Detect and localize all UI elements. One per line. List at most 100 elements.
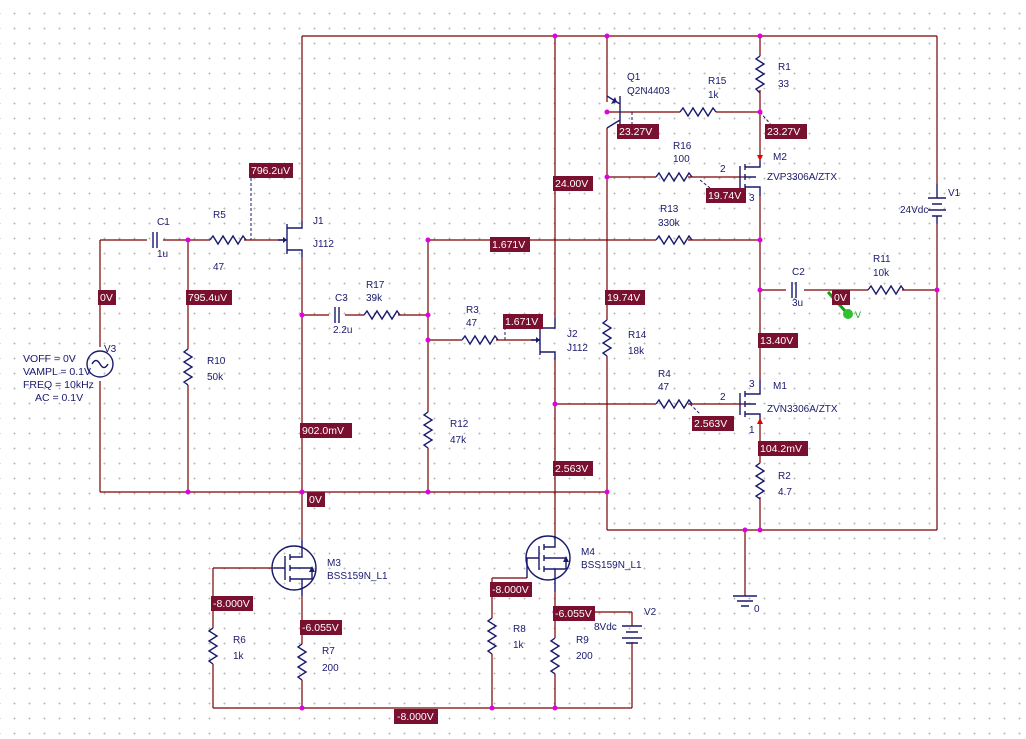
voltage-label: 795.4uV bbox=[188, 292, 227, 304]
voltage-marker: 0V bbox=[307, 492, 325, 507]
voltage-marker: -8.000V bbox=[490, 582, 532, 597]
r14-ref: R14 bbox=[628, 330, 647, 341]
resistor-r5: R5 47 bbox=[209, 210, 247, 273]
v1-value: 24Vdc bbox=[900, 205, 928, 216]
resistor-r6: R6 1k bbox=[207, 627, 246, 665]
c1-value: 1u bbox=[157, 249, 168, 260]
c2-value: 3u bbox=[792, 298, 803, 309]
r7-ref: R7 bbox=[322, 646, 335, 657]
transistor-q1: Q1 Q2N4403 bbox=[606, 72, 670, 129]
capacitor-c1: C1 1u bbox=[152, 217, 170, 260]
m1-gate-pin: 2 bbox=[720, 392, 726, 403]
voltage-label: 23.27V bbox=[767, 126, 800, 138]
voltage-marker: 2.563V bbox=[692, 416, 734, 431]
voltage-label: 2.563V bbox=[694, 418, 727, 430]
voltage-label: 0V bbox=[100, 292, 113, 304]
resistor-r12: R12 47k bbox=[422, 411, 469, 449]
r10-value: 50k bbox=[207, 372, 224, 383]
resistor-r14: R14 18k bbox=[601, 319, 647, 357]
mosfet-m1: 2 3 1 M1 ZVN3306A/ZTX bbox=[720, 379, 838, 436]
voltage-marker: 104.2mV bbox=[758, 441, 808, 456]
resistor-r11: R11 10k bbox=[867, 254, 905, 296]
voltage-marker: 0V bbox=[98, 290, 116, 305]
resistor-r9: R9 200 bbox=[549, 635, 593, 675]
capacitor-c2: C2 3u bbox=[791, 267, 805, 309]
voltage-label: -8.000V bbox=[213, 598, 250, 610]
j2-ref: J2 bbox=[567, 329, 578, 340]
resistor-r1: R1 33 bbox=[754, 55, 791, 94]
voltage-label: -6.055V bbox=[555, 608, 592, 620]
v3-freq: FREQ = 10kHz bbox=[23, 379, 94, 391]
r6-ref: R6 bbox=[233, 635, 246, 646]
resistor-r10: R10 50k bbox=[182, 348, 226, 386]
r5-value: 47 bbox=[213, 262, 225, 273]
voltage-label: 19.74V bbox=[708, 190, 741, 202]
voltage-marker: 902.0mV bbox=[300, 423, 352, 438]
r3-ref: R3 bbox=[466, 305, 479, 316]
marker-leaders bbox=[250, 111, 773, 415]
voltage-label: 796.2uV bbox=[251, 165, 290, 177]
q1-ref: Q1 bbox=[627, 72, 641, 83]
m4-ref: M4 bbox=[581, 547, 595, 558]
voltage-marker: 1.671V bbox=[490, 237, 530, 252]
svg-text:V: V bbox=[855, 310, 861, 320]
voltage-label: 1.671V bbox=[505, 316, 538, 328]
r17-value: 39k bbox=[366, 293, 383, 304]
ground-symbol: 0 bbox=[733, 595, 760, 615]
mosfet-m4: M4 BSS159N_L1 bbox=[525, 535, 642, 592]
r16-ref: R16 bbox=[673, 141, 692, 152]
r16-value: 100 bbox=[673, 154, 690, 165]
ground-label: 0 bbox=[754, 604, 760, 615]
m2-value: ZVP3306A/ZTX bbox=[767, 172, 837, 183]
m4-value: BSS159N_L1 bbox=[581, 560, 642, 571]
voltage-marker: 795.4uV bbox=[186, 290, 232, 305]
voltage-marker: -6.055V bbox=[300, 620, 342, 635]
r11-ref: R11 bbox=[873, 254, 891, 265]
m2-src-pin: 3 bbox=[749, 193, 755, 204]
voltage-label: -8.000V bbox=[492, 584, 529, 596]
resistor-r17: R17 39k bbox=[363, 280, 401, 321]
voltage-marker: 23.27V bbox=[617, 124, 659, 139]
v3-ac: AC = 0.1V bbox=[35, 392, 83, 404]
voltage-marker: 19.74V bbox=[605, 290, 645, 305]
r13-value: 330k bbox=[658, 218, 681, 229]
q1-value: Q2N4403 bbox=[627, 86, 670, 97]
j1-ref: J1 bbox=[313, 216, 324, 227]
c3-ref: C3 bbox=[335, 293, 348, 304]
r15-value: 1k bbox=[708, 90, 720, 101]
mosfet-m3: M3 BSS159N_L1 bbox=[271, 540, 388, 596]
voltage-label: 24.00V bbox=[555, 178, 588, 190]
source-v3: V3 VOFF = 0V VAMPL = 0.1V FREQ = 10kHz A… bbox=[23, 344, 117, 404]
voltage-marker: 13.40V bbox=[758, 333, 798, 348]
voltage-marker: 1.671V bbox=[503, 314, 543, 329]
junctions bbox=[185, 33, 940, 711]
voltage-label: -8.000V bbox=[397, 711, 434, 723]
m2-ref: M2 bbox=[773, 152, 787, 163]
m3-ref: M3 bbox=[327, 558, 341, 569]
v3-ref: V3 bbox=[104, 344, 117, 355]
m1-drain-pin: 3 bbox=[749, 379, 755, 390]
r10-ref: R10 bbox=[207, 356, 226, 367]
r14-value: 18k bbox=[628, 346, 645, 357]
voltage-marker: -6.055V bbox=[553, 606, 595, 621]
v1-ref: V1 bbox=[948, 188, 961, 199]
voltage-label: 0V bbox=[309, 494, 322, 506]
r9-ref: R9 bbox=[576, 635, 589, 646]
resistor-r8: R8 1k bbox=[486, 617, 526, 655]
voltage-marker: -8.000V bbox=[211, 596, 253, 611]
resistor-r16: R16 100 bbox=[655, 141, 693, 183]
r3-value: 47 bbox=[466, 318, 478, 329]
voltage-marker: 0V bbox=[832, 290, 850, 305]
voltage-marker: -8.000V bbox=[394, 709, 438, 724]
m2-gate-pin: 2 bbox=[720, 164, 726, 175]
r11-value: 10k bbox=[873, 268, 890, 279]
c1-ref: C1 bbox=[157, 217, 170, 228]
r9-value: 200 bbox=[576, 651, 593, 662]
v3-voff: VOFF = 0V bbox=[23, 353, 76, 365]
r8-ref: R8 bbox=[513, 624, 526, 635]
v2-value: 8Vdc bbox=[594, 622, 617, 633]
r13-ref: R13 bbox=[660, 204, 679, 215]
voltage-label: 23.27V bbox=[619, 126, 652, 138]
m1-value: ZVN3306A/ZTX bbox=[767, 404, 838, 415]
r15-ref: R15 bbox=[708, 76, 727, 87]
